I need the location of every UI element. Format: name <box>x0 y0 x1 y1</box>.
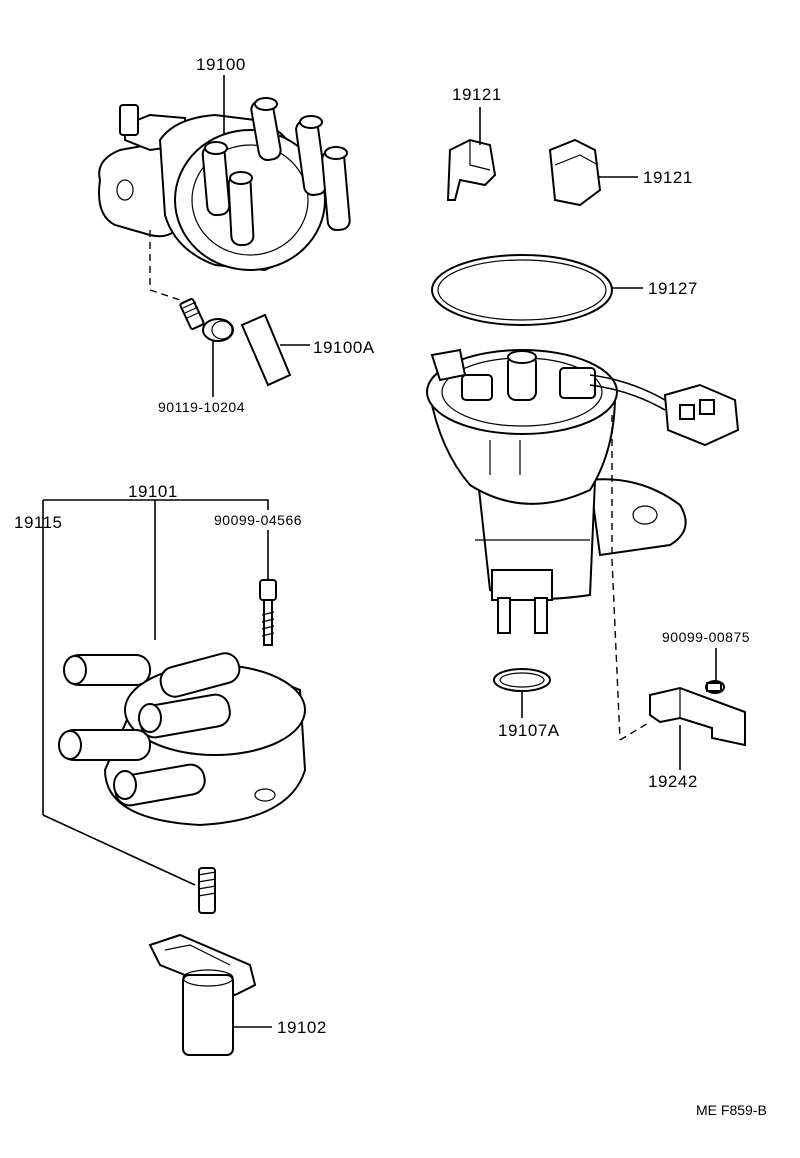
label-19242: 19242 <box>648 772 698 791</box>
screw-illustration <box>705 648 725 694</box>
label-90099-00875: 90099-00875 <box>662 629 750 645</box>
rotor-illustration <box>148 933 272 1056</box>
sensor-clip-left-illustration <box>446 107 497 201</box>
label-19121-b: 19121 <box>643 168 693 187</box>
label-19101: 19101 <box>128 482 178 501</box>
o-ring-small-illustration <box>493 668 551 718</box>
label-90119-10204: 90119-10204 <box>158 399 245 415</box>
cap-screw-illustration <box>259 530 277 646</box>
label-19107a: 19107A <box>498 721 560 740</box>
distributor-housing-illustration <box>426 348 740 741</box>
carbon-spring-illustration <box>197 867 217 914</box>
bolt-illustration <box>179 298 234 397</box>
label-19127: 19127 <box>648 279 698 298</box>
label-19100: 19100 <box>196 55 246 74</box>
label-19102: 19102 <box>277 1018 327 1037</box>
sensor-clip-right-illustration <box>548 138 638 207</box>
label-19121-a: 19121 <box>452 85 502 104</box>
label-90099-04566: 90099-04566 <box>214 512 302 528</box>
label-19115: 19115 <box>14 513 63 532</box>
o-ring-large-illustration <box>431 254 643 326</box>
distributor-assembly-illustration <box>98 75 351 306</box>
diagram-reference-code: ME F859-B <box>696 1102 767 1118</box>
bracket-illustration <box>619 686 746 770</box>
label-19100a: 19100A <box>313 338 375 357</box>
label-strip-illustration <box>240 313 310 387</box>
distributor-cap-illustration <box>42 499 307 886</box>
